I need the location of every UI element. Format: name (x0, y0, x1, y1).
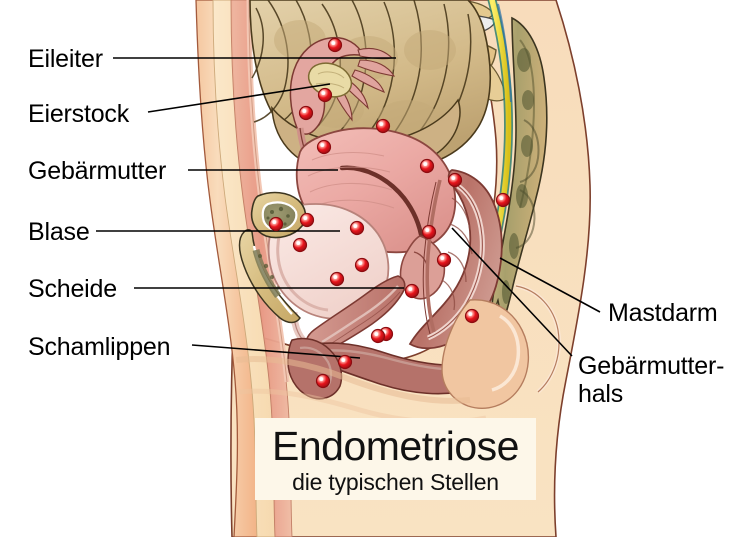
lesion-marker (268, 216, 284, 232)
lesion-marker (464, 308, 480, 324)
endometriosis-markers (268, 37, 511, 389)
lesion-marker (316, 139, 332, 155)
lesion-marker (404, 283, 420, 299)
lesion-marker (315, 373, 331, 389)
lesion-marker (370, 328, 386, 344)
lesion-marker (292, 237, 308, 253)
lesion-marker (375, 118, 391, 134)
title-box: Endometriose die typischen Stellen (255, 418, 536, 500)
leader-lines (96, 57, 601, 359)
label-scheide: Scheide (28, 275, 117, 303)
lesion-marker (495, 192, 511, 208)
leader-line-mastdarm (499, 257, 601, 313)
lesion-marker (317, 87, 333, 103)
label-eierstock: Eierstock (28, 100, 130, 128)
label-gebaermutterhals-line1: Gebärmutter- (578, 352, 725, 380)
label-eileiter: Eileiter (28, 45, 103, 73)
label-gebaermutterhals-line2: hals (578, 380, 624, 408)
lesion-marker (447, 172, 463, 188)
sacrum-coccyx-bone (489, 16, 548, 350)
leader-line-gebaermutterhals (451, 227, 573, 357)
label-gebaermutter: Gebärmutter (28, 157, 167, 185)
gluteal-tissue (441, 284, 561, 409)
lesion-marker (354, 257, 370, 273)
lesion-marker (329, 271, 345, 287)
leader-line-eierstock (147, 83, 331, 113)
label-schamlippen: Schamlippen (28, 333, 171, 361)
lesion-marker (337, 354, 353, 370)
page-subtitle: die typischen Stellen (292, 468, 499, 495)
lesion-marker (421, 224, 437, 240)
label-mastdarm: Mastdarm (608, 299, 718, 327)
leader-line-schamlippen (191, 344, 361, 359)
lesion-marker (436, 252, 452, 268)
lesion-marker (299, 212, 315, 228)
lesion-marker (349, 220, 365, 236)
label-blase: Blase (28, 218, 90, 246)
lesion-marker (298, 105, 314, 121)
lesion-marker (419, 158, 435, 174)
page-title: Endometriose (272, 422, 519, 469)
lesion-marker (327, 37, 343, 53)
